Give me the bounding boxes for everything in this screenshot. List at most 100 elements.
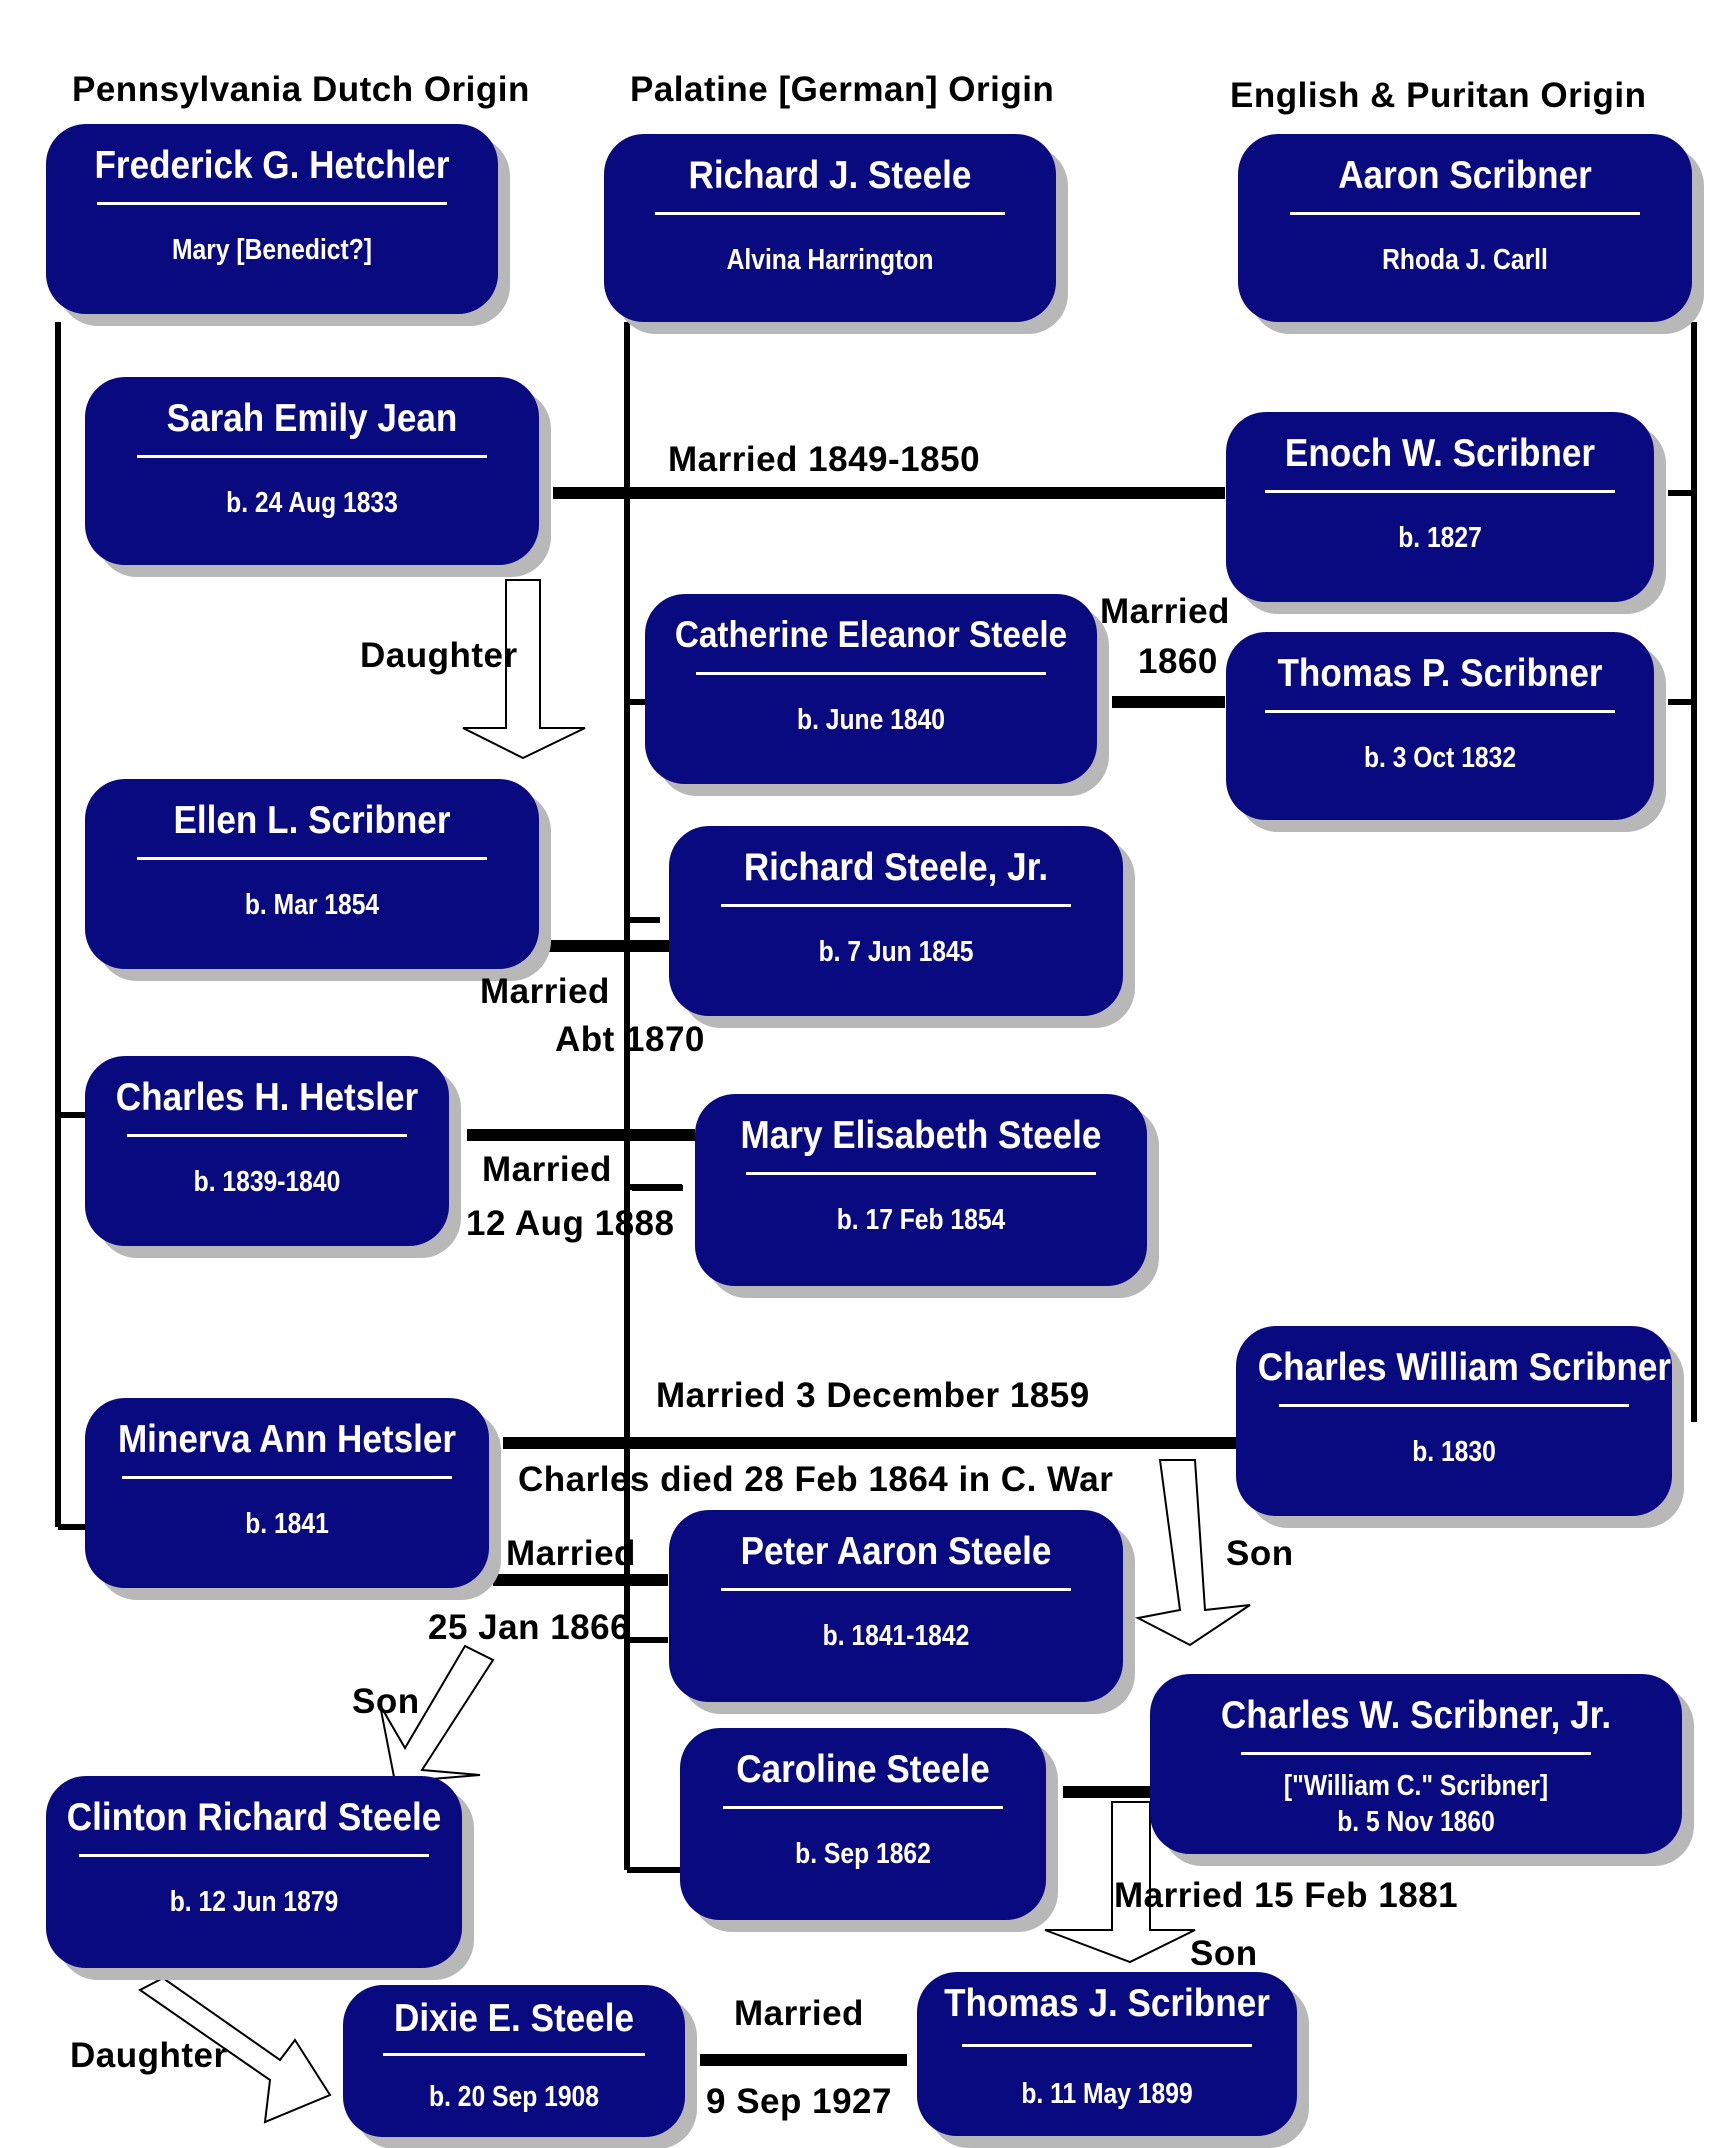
divider [1279, 1404, 1629, 1407]
person-box-caroline-steele[interactable]: Caroline Steele b. Sep 1862 [680, 1728, 1046, 1920]
person-box-peter-aaron-steele[interactable]: Peter Aaron Steele b. 1841-1842 [669, 1510, 1123, 1702]
person-detail: b. Sep 1862 [795, 1838, 931, 1870]
person-box-enoch-w-scribner[interactable]: Enoch W. Scribner b. 1827 [1226, 412, 1654, 602]
person-name: Sarah Emily Jean [166, 397, 458, 440]
person-name: Richard J. Steele [688, 154, 972, 197]
arrow-caroline-to-thomas [1044, 1801, 1196, 1964]
person-name: Ellen L. Scribner [173, 799, 451, 842]
person-detail: b. June 1840 [797, 704, 945, 736]
label-married-abt-1870-line2: Abt 1870 [555, 1020, 705, 1059]
person-box-clinton-richard-steele[interactable]: Clinton Richard Steele b. 12 Jun 1879 [46, 1776, 462, 1968]
divider [1290, 212, 1640, 215]
label-married-1881: Married 15 Feb 1881 [1114, 1876, 1459, 1915]
person-detail: b. 11 May 1899 [1021, 2078, 1193, 2110]
divider [721, 904, 1071, 907]
person-box-charles-william-scribner[interactable]: Charles William Scribner b. 1830 [1236, 1326, 1672, 1516]
person-detail: b. 1839-1840 [193, 1166, 341, 1198]
person-box-aaron-scribner[interactable]: Aaron Scribner Rhoda J. Carll [1238, 134, 1692, 322]
person-box-thomas-p-scribner[interactable]: Thomas P. Scribner b. 3 Oct 1832 [1226, 632, 1654, 820]
person-name: Charles W. Scribner, Jr. [1220, 1694, 1612, 1737]
person-detail: b. 1841-1842 [822, 1620, 970, 1652]
header-english-puritan: English & Puritan Origin [1230, 76, 1647, 115]
label-daughter-bottom: Daughter [70, 2036, 228, 2075]
person-box-richard-steele-jr[interactable]: Richard Steele, Jr. b. 7 Jun 1845 [669, 826, 1123, 1016]
divider [79, 1854, 429, 1857]
person-name: Charles William Scribner [1257, 1346, 1672, 1389]
divider [655, 212, 1005, 215]
header-pennsylvania-dutch: Pennsylvania Dutch Origin [72, 70, 530, 109]
person-detail: b. 1830 [1412, 1436, 1496, 1468]
label-son-left: Son [352, 1682, 420, 1721]
person-name: Peter Aaron Steele [740, 1530, 1052, 1573]
divider [962, 2044, 1252, 2047]
label-married-1860-line1: Married [1100, 592, 1230, 631]
person-box-dixie-e-steele[interactable]: Dixie E. Steele b. 20 Sep 1908 [343, 1985, 685, 2137]
person-name: Catherine Eleanor Steele [674, 614, 1068, 655]
person-detail: b. 17 Feb 1854 [836, 1204, 1006, 1236]
person-name: Dixie E. Steele [394, 1997, 634, 2040]
divider [1241, 1752, 1591, 1755]
label-son-right: Son [1226, 1534, 1294, 1573]
person-detail: Mary [Benedict?] [172, 234, 372, 266]
divider [1265, 710, 1615, 713]
person-box-minerva-ann-hetsler[interactable]: Minerva Ann Hetsler b. 1841 [85, 1398, 489, 1588]
divider [1265, 490, 1615, 493]
label-charles-died: Charles died 28 Feb 1864 in C. War [518, 1460, 1114, 1499]
divider [137, 455, 487, 458]
label-married-1888-line2: 12 Aug 1888 [466, 1204, 675, 1243]
person-detail: b. 1827 [1398, 522, 1482, 554]
person-box-ellen-l-scribner[interactable]: Ellen L. Scribner b. Mar 1854 [85, 779, 539, 969]
arrow-sarah-to-ellen [462, 579, 586, 760]
divider [721, 1588, 1071, 1591]
person-box-richard-j-steele[interactable]: Richard J. Steele Alvina Harrington [604, 134, 1056, 322]
person-detail: Alvina Harrington [726, 244, 934, 276]
header-palatine-german: Palatine [German] Origin [630, 70, 1055, 109]
person-name: Thomas P. Scribner [1277, 652, 1603, 695]
divider [127, 1134, 407, 1137]
person-box-frederick-hetchler[interactable]: Frederick G. Hetchler Mary [Benedict?] [46, 124, 498, 314]
divider [122, 1476, 452, 1479]
person-detail: b. 12 Jun 1879 [169, 1886, 339, 1918]
person-box-charles-w-scribner-jr[interactable]: Charles W. Scribner, Jr. ["William C." S… [1150, 1674, 1682, 1854]
label-married-1927-line1: Married [734, 1994, 864, 2033]
label-married-1927-line2: 9 Sep 1927 [706, 2082, 892, 2121]
person-detail: Rhoda J. Carll [1382, 244, 1548, 276]
label-married-1866-line2: 25 Jan 1866 [428, 1608, 631, 1647]
person-name: Richard Steele, Jr. [743, 846, 1049, 889]
person-detail: b. 3 Oct 1832 [1363, 742, 1517, 774]
label-son-bottom: Son [1190, 1934, 1258, 1973]
divider [137, 857, 487, 860]
person-birth: b. 5 Nov 1860 [1337, 1806, 1495, 1838]
person-detail: b. 24 Aug 1833 [226, 487, 398, 519]
person-name: Enoch W. Scribner [1284, 432, 1596, 475]
divider [696, 672, 1046, 675]
person-box-sarah-emily-jean[interactable]: Sarah Emily Jean b. 24 Aug 1833 [85, 377, 539, 565]
label-married-1860-line2: 1860 [1138, 642, 1218, 681]
person-detail: b. 1841 [245, 1508, 329, 1540]
arrow-clinton-to-dixie [138, 1976, 332, 2124]
divider [723, 1806, 1003, 1809]
label-married-1866-line1: Married [506, 1534, 636, 1573]
person-name: Thomas J. Scribner [944, 1982, 1270, 2025]
person-name: Charles H. Hetsler [115, 1076, 419, 1119]
label-married-abt-1870-line1: Married [480, 972, 610, 1011]
person-name: Minerva Ann Hetsler [117, 1418, 457, 1461]
divider [97, 202, 447, 205]
arrow-charles-to-charles-jr [1134, 1459, 1251, 1647]
person-box-mary-elisabeth-steele[interactable]: Mary Elisabeth Steele b. 17 Feb 1854 [695, 1094, 1147, 1286]
person-box-catherine-eleanor-steele[interactable]: Catherine Eleanor Steele b. June 1840 [645, 594, 1097, 784]
person-box-thomas-j-scribner[interactable]: Thomas J. Scribner b. 11 May 1899 [917, 1972, 1297, 2136]
person-name: Aaron Scribner [1338, 154, 1592, 197]
person-detail: ["William C." Scribner] [1283, 1770, 1549, 1802]
label-married-1859: Married 3 December 1859 [656, 1376, 1090, 1415]
person-detail: b. 7 Jun 1845 [818, 936, 974, 968]
person-name: Clinton Richard Steele [66, 1796, 442, 1839]
divider [746, 1172, 1096, 1175]
label-married-1849: Married 1849-1850 [668, 440, 981, 479]
divider [383, 2053, 645, 2056]
label-daughter: Daughter [360, 636, 518, 675]
person-box-charles-h-hetsler[interactable]: Charles H. Hetsler b. 1839-1840 [85, 1056, 449, 1246]
person-detail: b. Mar 1854 [244, 889, 380, 921]
label-married-1888-line1: Married [482, 1150, 612, 1189]
